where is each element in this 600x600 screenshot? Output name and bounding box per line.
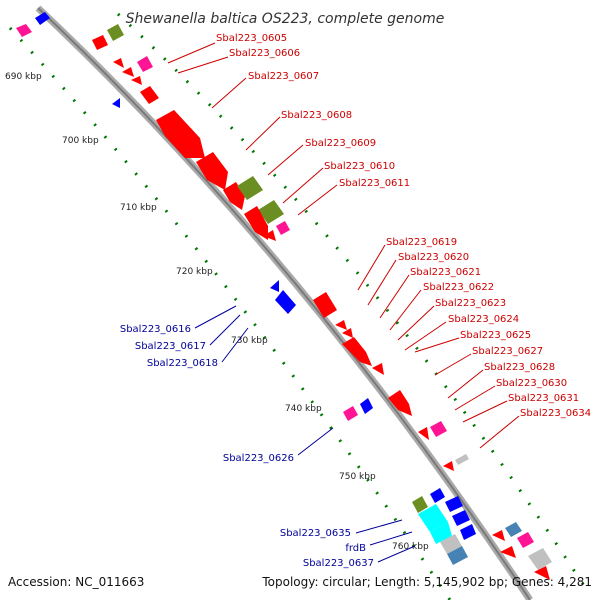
gene-label-0616[interactable]: Sbal223_0616: [120, 324, 191, 335]
gene-forward-0627[interactable]: [388, 390, 412, 416]
gene-label-0607[interactable]: Sbal223_0607: [248, 71, 319, 82]
gene-forward-0608[interactable]: [156, 110, 205, 158]
feature-magenta[interactable]: [343, 406, 358, 421]
gene-forward[interactable]: [492, 530, 505, 541]
reverse-label-leaders: [194, 305, 416, 563]
gene-reverse-0616[interactable]: [270, 280, 279, 292]
scale-label-760: 760 kbp: [392, 542, 429, 552]
gene-forward[interactable]: [122, 67, 134, 77]
gene-reverse[interactable]: [430, 488, 445, 503]
gene-label-0620[interactable]: Sbal223_0620: [398, 252, 469, 263]
gene-label-0617[interactable]: Sbal223_0617: [135, 341, 206, 352]
feature-magenta[interactable]: [517, 532, 534, 548]
gene-reverse[interactable]: [460, 524, 476, 540]
gene-label-0631[interactable]: Sbal223_0631: [508, 393, 579, 404]
gene-forward-0619[interactable]: [313, 292, 337, 318]
feature-cyan-0635[interactable]: [418, 504, 448, 532]
gene-forward-0607[interactable]: [140, 86, 159, 104]
scale-label-730: 730 kbp: [231, 336, 268, 346]
gene-label-0637[interactable]: Sbal223_0637: [303, 558, 374, 569]
gene-label-0622[interactable]: Sbal223_0622: [423, 282, 494, 293]
gene-label-0625[interactable]: Sbal223_0625: [460, 330, 531, 341]
topology-label: Topology: circular; Length: 5,145,902 bp…: [261, 575, 592, 589]
accession-label: Accession: NC_011663: [8, 575, 144, 589]
gene-label-0605[interactable]: Sbal223_0605: [216, 33, 287, 44]
gene-reverse[interactable]: [35, 12, 50, 25]
gene-label-0610[interactable]: Sbal223_0610: [324, 161, 395, 172]
gene-label-0626[interactable]: Sbal223_0626: [223, 453, 294, 464]
gene-forward[interactable]: [342, 328, 353, 338]
gene-forward[interactable]: [244, 206, 268, 240]
gene-label-0609[interactable]: Sbal223_0609: [305, 138, 376, 149]
gene-reverse[interactable]: [445, 496, 463, 512]
feature-steelblue-0637[interactable]: [447, 546, 468, 565]
gene-label-0635[interactable]: Sbal223_0635: [280, 528, 351, 539]
gene-forward[interactable]: [443, 461, 454, 471]
gene-label-0624[interactable]: Sbal223_0624: [448, 314, 519, 325]
gene-label-0627[interactable]: Sbal223_0627: [472, 346, 543, 357]
gene-forward-0605[interactable]: [92, 35, 108, 50]
feature-grey[interactable]: [528, 548, 552, 570]
inner-tick-track: [8, 26, 452, 600]
feature-magenta-0606[interactable]: [137, 56, 153, 72]
gene-forward[interactable]: [372, 363, 384, 375]
feature-magenta[interactable]: [16, 24, 32, 37]
gene-label-0623[interactable]: Sbal223_0623: [435, 298, 506, 309]
gene-forward[interactable]: [335, 320, 347, 330]
feature-green-0610[interactable]: [237, 176, 263, 200]
map-title: Shewanella baltica OS223, complete genom…: [126, 11, 445, 27]
feature-magenta[interactable]: [276, 221, 290, 235]
gene-reverse-0617[interactable]: [275, 290, 296, 314]
gene-label-0630[interactable]: Sbal223_0630: [496, 378, 567, 389]
feature-green-0611[interactable]: [258, 200, 284, 224]
gene-forward-0621[interactable]: [342, 337, 372, 366]
gene-forward[interactable]: [131, 76, 142, 85]
gene-label-0606[interactable]: Sbal223_0606: [229, 48, 300, 59]
gene-label-frdB[interactable]: frdB: [345, 543, 366, 554]
gene-label-0619[interactable]: Sbal223_0619: [386, 237, 457, 248]
feature-grey[interactable]: [440, 534, 462, 554]
gene-forward[interactable]: [263, 230, 276, 241]
forward-label-leaders: [167, 42, 520, 449]
feature-cyan-frdB[interactable]: [430, 522, 452, 544]
feature-magenta-0628[interactable]: [430, 421, 447, 437]
scale-label-710: 710 kbp: [120, 203, 157, 213]
gene-forward[interactable]: [113, 58, 124, 68]
gene-forward[interactable]: [534, 566, 550, 580]
gene-reverse[interactable]: [452, 510, 470, 526]
gene-label-0611[interactable]: Sbal223_0611: [339, 178, 410, 189]
outer-tick-track: [116, 12, 592, 596]
scale-label-690: 690 kbp: [5, 72, 42, 82]
gene-reverse[interactable]: [112, 98, 120, 108]
scale-label-720: 720 kbp: [176, 267, 213, 277]
gene-label-0634[interactable]: Sbal223_0634: [520, 408, 591, 419]
scale-label-740: 740 kbp: [285, 404, 322, 414]
scale-label-750: 750 kbp: [339, 472, 376, 482]
feature-green[interactable]: [107, 24, 124, 41]
feature-steelblue[interactable]: [505, 522, 522, 537]
gene-label-0628[interactable]: Sbal223_0628: [484, 362, 555, 373]
gene-forward-0609[interactable]: [196, 152, 228, 190]
gene-label-0618[interactable]: Sbal223_0618: [147, 358, 218, 369]
gene-forward[interactable]: [418, 427, 429, 440]
feature-grey[interactable]: [455, 454, 469, 465]
gene-label-0608[interactable]: Sbal223_0608: [281, 110, 352, 121]
forward-strand-features: [92, 24, 552, 580]
scale-label-700: 700 kbp: [62, 136, 99, 146]
chromosome-backbone-core: [37, 7, 531, 600]
feature-green[interactable]: [412, 496, 428, 513]
gene-forward[interactable]: [500, 546, 516, 558]
reverse-strand-features: [16, 12, 476, 565]
gene-reverse-0626[interactable]: [360, 398, 373, 414]
gene-label-0621[interactable]: Sbal223_0621: [410, 267, 481, 278]
